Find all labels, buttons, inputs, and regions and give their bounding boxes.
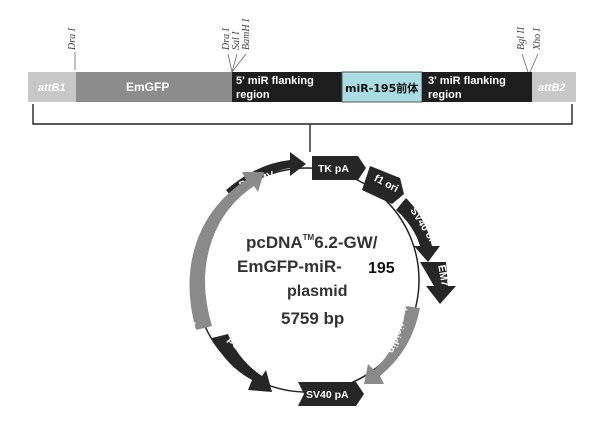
- feature-puc-ori: [212, 334, 272, 392]
- feature-sv40-ori: [396, 198, 440, 262]
- site-dra1-left: Dra I: [67, 27, 78, 51]
- label-attb1: attB1: [38, 82, 66, 94]
- segment-attb1: [28, 72, 76, 102]
- label-5-flank-line1: 5' miR flanking: [236, 75, 314, 87]
- label-sv40-pa: SV40 pA: [306, 389, 349, 401]
- site-bamh1: BamH I: [241, 18, 252, 50]
- feature-sv40-pa: [298, 382, 364, 406]
- site-dra1-mid: Dra I: [221, 27, 232, 51]
- label-emgfp: EmGFP: [126, 80, 169, 94]
- segment-attb2: [532, 72, 576, 102]
- site-bgl2: Bgl II: [516, 26, 527, 50]
- site-sal1: Sal I: [231, 31, 242, 50]
- feature-blasticidin: [364, 306, 420, 384]
- segment-5-flank: [232, 72, 342, 102]
- feature-em7: [420, 262, 456, 304]
- label-mir: miR-195前体: [345, 81, 419, 95]
- segment-mir: [341, 71, 423, 103]
- plasmid-size: 5759 bp: [281, 309, 344, 328]
- segment-3-flank: [422, 72, 532, 102]
- label-3-flank-line2: region: [428, 89, 462, 101]
- feature-tk-pa: [312, 156, 366, 180]
- label-em7: EM7: [435, 264, 451, 288]
- label-attb2: attB2: [538, 82, 566, 94]
- label-5-flank-line2: region: [236, 89, 270, 101]
- plasmid-name-line2-number: 195: [368, 260, 395, 277]
- segment-emgfp: [76, 72, 232, 102]
- label-tk-pa: TK pA: [318, 163, 349, 175]
- feature-f1-ori: [362, 166, 404, 204]
- cassette-bracket: [32, 104, 573, 125]
- plasmid-name-line3: plasmid: [287, 283, 347, 300]
- restriction-site-ticks: [74, 52, 539, 73]
- label-3-flank-line1: 3' miR flanking: [428, 75, 506, 87]
- feature-spectinomycin: [189, 172, 264, 330]
- site-xho1: Xho I: [532, 27, 543, 51]
- plasmid-name-box: [365, 257, 405, 277]
- plasmid-name-line1: pcDNATM6.2-GW/: [246, 233, 378, 252]
- plasmid-name-line2: EmGFP-miR-: [237, 257, 342, 276]
